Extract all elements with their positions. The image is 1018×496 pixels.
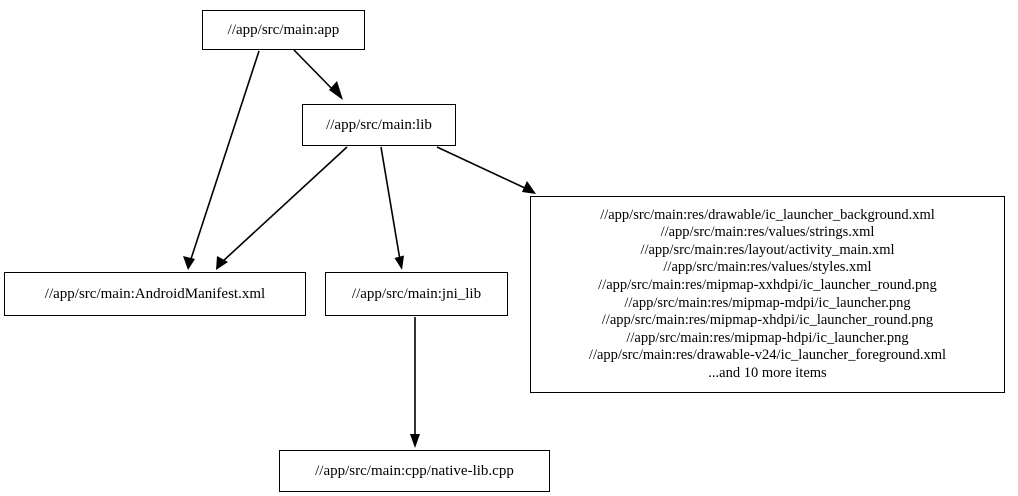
node-resources-line: //app/src/main:res/mipmap-hdpi/ic_launch… (626, 329, 909, 346)
arrowhead (394, 255, 404, 270)
node-resources-line: //app/src/main:res/layout/activity_main.… (640, 241, 895, 258)
edge-lib-to-jni-lib (380, 146, 404, 270)
node-lib-label: //app/src/main:lib (326, 116, 432, 133)
node-resources-label: //app/src/main:res/drawable/ic_launcher_… (583, 207, 952, 383)
arrowhead (522, 181, 536, 194)
node-resources-line: //app/src/main:res/mipmap-mdpi/ic_launch… (624, 294, 911, 311)
arrowhead (329, 81, 343, 100)
node-androidmanifest[interactable]: //app/src/main:AndroidManifest.xml (4, 272, 306, 316)
node-resources-line: //app/src/main:res/values/strings.xml (660, 224, 875, 241)
node-resources-line: //app/src/main:res/mipmap-xxhdpi/ic_laun… (598, 276, 937, 293)
edge-app-to-androidmanifest (183, 50, 260, 270)
node-lib[interactable]: //app/src/main:lib (302, 104, 456, 146)
edge-line (380, 146, 401, 261)
edge-line (189, 50, 260, 263)
node-jni-lib-label: //app/src/main:jni_lib (351, 285, 482, 302)
edge-line (293, 49, 341, 98)
node-resources-line: //app/src/main:res/values/styles.xml (663, 259, 872, 276)
edge-line (221, 146, 348, 263)
edge-line (436, 146, 528, 190)
node-native-lib-cpp[interactable]: //app/src/main:cpp/native-lib.cpp (279, 450, 550, 492)
node-resources-line: //app/src/main:res/drawable/ic_launcher_… (600, 206, 935, 223)
arrowhead (216, 256, 228, 270)
edge-lib-to-androidmanifest (216, 146, 348, 270)
edge-lib-to-resources (436, 146, 536, 194)
node-resources-overflow: ...and 10 more items (708, 364, 827, 381)
node-app-label: //app/src/main:app (227, 21, 340, 38)
node-androidmanifest-label: //app/src/main:AndroidManifest.xml (44, 285, 266, 302)
edge-jni-lib-to-native-lib (410, 317, 420, 448)
arrowhead (410, 434, 420, 448)
arrowhead (183, 256, 195, 270)
node-resources[interactable]: //app/src/main:res/drawable/ic_launcher_… (530, 196, 1005, 393)
node-resources-line: //app/src/main:res/mipmap-xhdpi/ic_launc… (601, 312, 934, 329)
node-native-lib-cpp-label: //app/src/main:cpp/native-lib.cpp (315, 462, 514, 479)
node-resources-line: //app/src/main:res/drawable-v24/ic_launc… (588, 347, 947, 364)
node-jni-lib[interactable]: //app/src/main:jni_lib (325, 272, 508, 316)
node-app[interactable]: //app/src/main:app (202, 10, 365, 50)
edge-app-to-lib (293, 49, 343, 100)
